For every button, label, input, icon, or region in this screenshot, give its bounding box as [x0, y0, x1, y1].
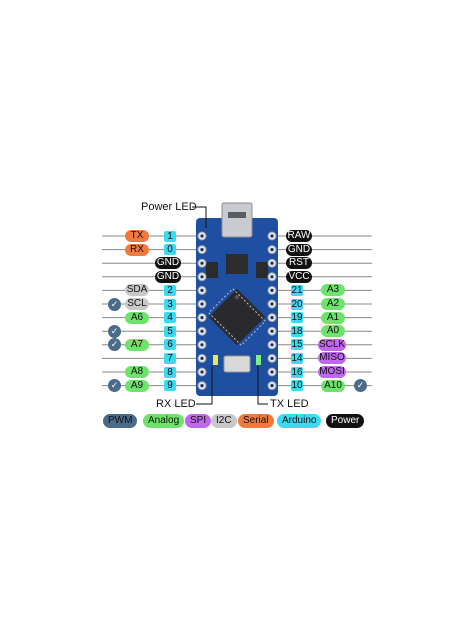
arduino-pin-number: 10: [291, 380, 303, 392]
left-pad-10-hole: [200, 370, 204, 374]
reset-button-icon: [226, 254, 248, 274]
tx-led-icon: [256, 355, 261, 365]
left-pad-2-hole: [200, 261, 204, 265]
legend-item-arduino: Arduino: [277, 414, 322, 428]
pwm-check-icon: ✓: [108, 379, 121, 393]
tx-led-pointer: [257, 366, 268, 405]
arduino-pin-number: 3: [164, 298, 176, 310]
pin-tag-power: GND: [286, 243, 312, 256]
regulator-left-icon: [206, 262, 218, 278]
tx-led-label: TX LED: [270, 398, 309, 410]
pin-tag-analog: A10: [321, 379, 345, 392]
left-pad-1-hole: [200, 248, 204, 252]
arduino-pin-number: 0: [164, 244, 176, 256]
pwm-check-icon: ✓: [108, 338, 121, 352]
arduino-pin-number: 4: [164, 312, 176, 324]
arduino-pin-number: 15: [291, 339, 303, 351]
pin-tag-spi: SCLK: [318, 338, 346, 351]
pin-tag-power: GND: [155, 257, 181, 270]
legend-item-serial: Serial: [238, 414, 274, 428]
left-pad-6-hole: [200, 316, 204, 320]
pin-tag-power: RAW: [286, 230, 312, 242]
pwm-check-icon: ✓: [108, 297, 121, 311]
regulator-right-icon: [256, 262, 268, 278]
left-pad-3-hole: [200, 275, 204, 279]
pin-tag-i2c: SDA: [125, 284, 149, 297]
pwm-check-icon: ✓: [108, 324, 121, 338]
right-pad-5-hole: [270, 302, 274, 306]
crystal-oscillator-icon: [223, 355, 251, 373]
pin-tag-analog: A1: [321, 311, 345, 324]
right-pad-7-hole: [270, 329, 274, 333]
arduino-pin-number: 16: [291, 366, 303, 378]
pin-tag-analog: A0: [321, 325, 345, 338]
pin-tag-analog: A7: [125, 338, 149, 351]
arduino-pin-number: 7: [164, 352, 176, 364]
left-pad-4-hole: [200, 288, 204, 292]
right-pad-1-hole: [270, 248, 274, 252]
pin-tag-serial: RX: [125, 243, 149, 256]
pin-tag-analog: A9: [125, 379, 149, 392]
left-pad-8-hole: [200, 343, 204, 347]
power-led-pointer: [192, 206, 207, 228]
right-pad-11-hole: [270, 384, 274, 388]
pin-pads: [197, 231, 277, 391]
right-pad-9-hole: [270, 356, 274, 360]
arduino-pin-number: 9: [164, 380, 176, 392]
arduino-pin-number: 21: [291, 284, 303, 296]
legend-item-analog: Analog: [143, 414, 185, 428]
arduino-pin-number: 19: [291, 312, 303, 324]
pin-tag-power: GND: [155, 270, 181, 283]
pin-tag-analog: A3: [321, 284, 345, 297]
pin-tag-spi: MOSI: [318, 366, 346, 378]
arduino-pin-number: 1: [164, 230, 176, 242]
pin-tag-spi: MISO: [318, 352, 346, 365]
arduino-pin-number: 20: [291, 298, 303, 310]
usb-connector-icon: [221, 202, 253, 238]
pin-tag-i2c: SCL: [125, 298, 149, 310]
right-pad-6-hole: [270, 316, 274, 320]
left-pad-5-hole: [200, 302, 204, 306]
legend-item-i2c: I2C: [211, 414, 237, 428]
right-pad-2-hole: [270, 261, 274, 265]
legend-item-pwm: PWM: [103, 414, 138, 428]
left-pad-0-hole: [200, 234, 204, 238]
arduino-pin-number: 8: [164, 366, 176, 378]
power-led-label: Power LED: [141, 201, 197, 213]
legend-item-spi: SPI: [185, 414, 212, 428]
right-pad-8-hole: [270, 343, 274, 347]
arduino-pin-number: 18: [291, 325, 303, 337]
left-pad-11-hole: [200, 384, 204, 388]
arduino-pin-number: 2: [164, 284, 176, 296]
arduino-pin-number: 14: [291, 352, 303, 364]
right-pad-10-hole: [270, 370, 274, 374]
left-pad-9-hole: [200, 356, 204, 360]
right-pad-3-hole: [270, 275, 274, 279]
pin-tag-power: RST: [286, 257, 312, 270]
rx-led-pointer: [196, 366, 213, 405]
pin-tag-analog: A2: [321, 298, 345, 310]
arduino-pin-number: 5: [164, 325, 176, 337]
right-pad-0-hole: [270, 234, 274, 238]
pin-tag-power: VCC: [286, 270, 312, 283]
arduino-pin-number: 6: [164, 339, 176, 351]
pin-tag-analog: A6: [125, 311, 149, 324]
left-pad-7-hole: [200, 329, 204, 333]
usb-port-icon: [228, 212, 246, 218]
rx-led-icon: [213, 355, 218, 365]
pin-tag-serial: TX: [125, 230, 149, 242]
pwm-check-icon: ✓: [354, 379, 367, 393]
right-pad-4-hole: [270, 288, 274, 292]
pin-tag-analog: A8: [125, 366, 149, 378]
rx-led-label: RX LED: [156, 398, 196, 410]
legend-item-power: Power: [326, 414, 365, 428]
